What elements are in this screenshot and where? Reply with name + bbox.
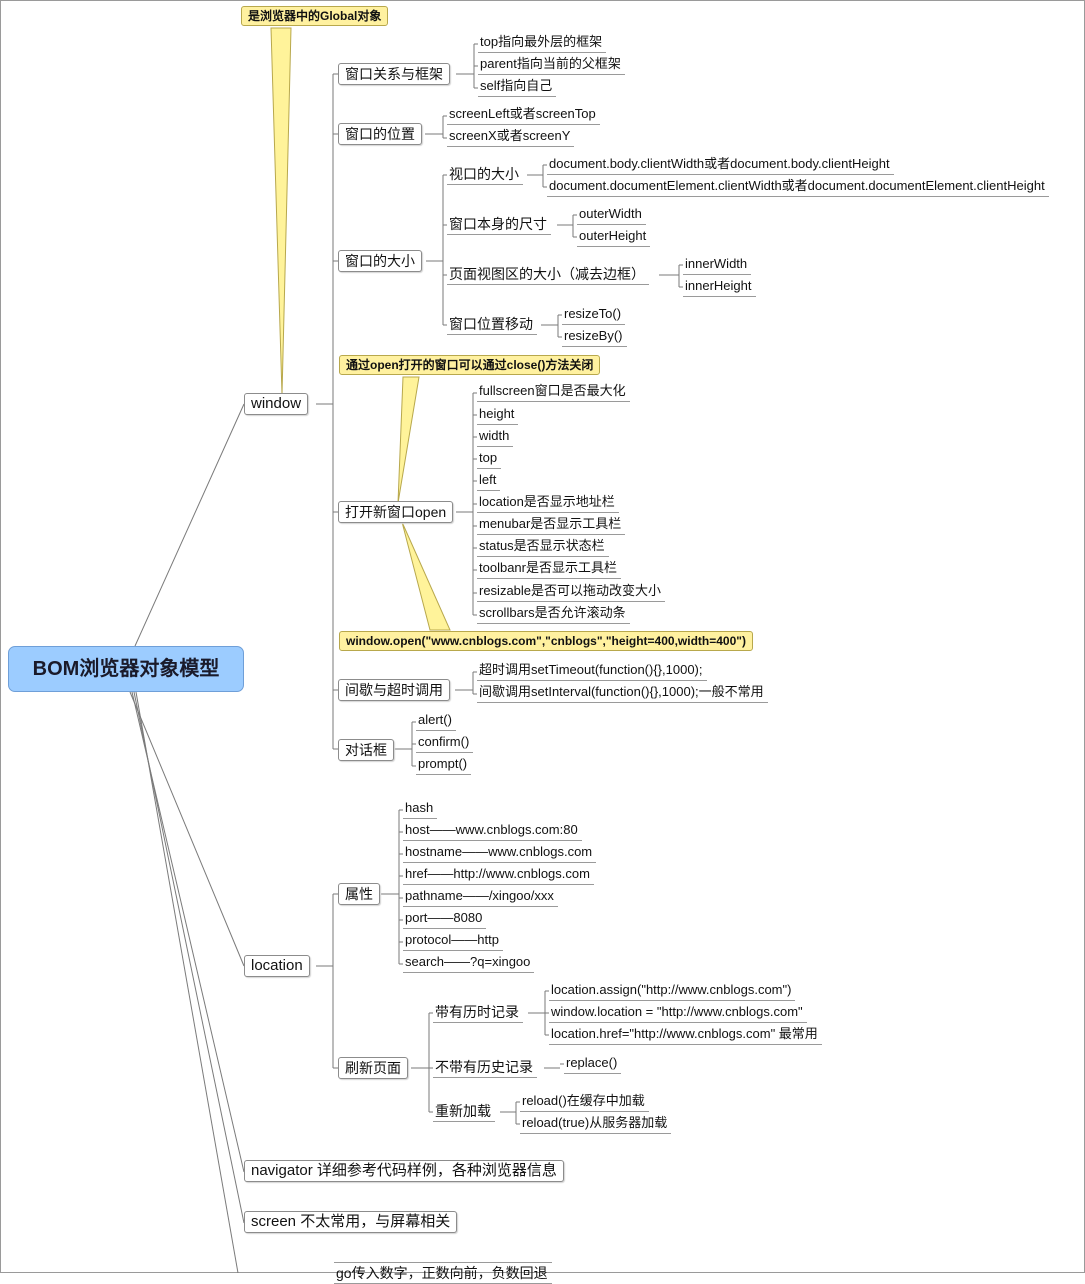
leaf-refresh-href: location.href="http://www.cnblogs.com" 最… xyxy=(549,1026,822,1045)
note-global-object[interactable]: 是浏览器中的Global对象 xyxy=(241,6,389,26)
link-root-history xyxy=(135,691,239,1273)
node-size-viewport[interactable]: 视口的大小 xyxy=(447,166,523,185)
node-window-open[interactable]: 打开新窗口open xyxy=(338,501,454,523)
leaf-position-screenleft: screenLeft或者screenTop xyxy=(447,106,600,125)
leaf-move-resizeto: resizeTo() xyxy=(562,306,626,325)
leaf-open-location: location是否显示地址栏 xyxy=(477,494,619,513)
leaf-timer-settimeout: 超时调用setTimeout(function(){},1000); xyxy=(477,662,707,681)
root-node[interactable]: BOM浏览器对象模型 xyxy=(8,646,244,692)
leaf-open-width: width xyxy=(477,428,514,447)
leaf-relation-top: top指向最外层的框架 xyxy=(478,34,607,53)
link-location-spine xyxy=(316,893,339,1069)
leaf-viewport-body: document.body.clientWidth或者document.body… xyxy=(547,156,894,175)
node-screen[interactable]: screen 不太常用，与屏幕相关 xyxy=(244,1211,458,1233)
leaf-open-status: status是否显示状态栏 xyxy=(477,538,609,557)
leaf-move-resizeby: resizeBy() xyxy=(562,328,627,347)
leaf-open-toolbar: toolbanr是否显示工具栏 xyxy=(477,560,621,579)
leaf-prop-port: port——8080 xyxy=(403,910,487,929)
node-window-position[interactable]: 窗口的位置 xyxy=(338,123,422,145)
node-navigator[interactable]: navigator 详细参考代码样例，各种浏览器信息 xyxy=(244,1160,564,1182)
node-window-relation[interactable]: 窗口关系与框架 xyxy=(338,63,450,85)
leaf-open-top: top xyxy=(477,450,502,469)
node-size-inner[interactable]: 页面视图区的大小（减去边框） xyxy=(447,266,649,285)
leaf-prop-host: host——www.cnblogs.com:80 xyxy=(403,822,582,841)
leaf-prop-search: search——?q=xingoo xyxy=(403,954,535,973)
leaf-open-left: left xyxy=(477,472,501,491)
node-window[interactable]: window xyxy=(244,393,309,415)
link-window-spine xyxy=(316,74,334,749)
leaf-open-height: height xyxy=(477,406,519,425)
leaf-relation-self: self指向自己 xyxy=(478,78,557,97)
node-location-refresh[interactable]: 刷新页面 xyxy=(338,1057,408,1079)
link-root-location xyxy=(129,691,245,967)
leaf-refresh-replace: replace() xyxy=(564,1055,622,1074)
note-close-method[interactable]: 通过open打开的窗口可以通过close()方法关闭 xyxy=(339,355,601,375)
node-size-move[interactable]: 窗口位置移动 xyxy=(447,316,537,335)
node-window-dialogs[interactable]: 对话框 xyxy=(338,739,394,761)
leaf-prop-hash: hash xyxy=(403,800,438,819)
leaf-dialog-confirm: confirm() xyxy=(416,734,474,753)
leaf-outer-width: outerWidth xyxy=(577,206,646,225)
leaf-prop-protocol: protocol——http xyxy=(403,932,503,951)
node-refresh-nohistory[interactable]: 不带有历史记录 xyxy=(433,1059,537,1078)
node-refresh-reload[interactable]: 重新加载 xyxy=(433,1103,495,1122)
leaf-refresh-reload-cache: reload()在缓存中加载 xyxy=(520,1093,649,1112)
callout-pointer-global xyxy=(270,27,292,396)
node-location-props[interactable]: 属性 xyxy=(338,883,380,905)
note-open-example[interactable]: window.open("www.cnblogs.com","cnblogs",… xyxy=(339,631,753,651)
leaf-inner-height: innerHeight xyxy=(683,278,756,297)
leaf-open-scrollbars: scrollbars是否允许滚动条 xyxy=(477,605,630,624)
callout-pointer-close xyxy=(397,376,420,504)
leaf-viewport-documentelement: document.documentElement.clientWidth或者do… xyxy=(547,178,1049,197)
callout-pointer-example xyxy=(401,521,451,631)
node-location[interactable]: location xyxy=(244,955,310,977)
node-window-timers[interactable]: 间歇与超时调用 xyxy=(338,679,450,701)
leaf-outer-height: outerHeight xyxy=(577,228,651,247)
leaf-refresh-window-location: window.location = "http://www.cnblogs.co… xyxy=(549,1004,807,1023)
node-size-outer[interactable]: 窗口本身的尺寸 xyxy=(447,216,551,235)
leaf-history-go-partial: go传入数字，正数向前，负数回退 xyxy=(334,1262,552,1284)
leaf-prop-pathname: pathname——/xingoo/xxx xyxy=(403,888,558,907)
leaf-position-screenx: screenX或者screenY xyxy=(447,128,575,147)
leaf-open-resizable: resizable是否可以拖动改变大小 xyxy=(477,583,666,602)
leaf-timer-setinterval: 间歇调用setInterval(function(){},1000);一般不常用 xyxy=(477,684,768,703)
leaf-refresh-assign: location.assign("http://www.cnblogs.com"… xyxy=(549,982,796,1001)
leaf-prop-href: href——http://www.cnblogs.com xyxy=(403,866,594,885)
leaf-relation-parent: parent指向当前的父框架 xyxy=(478,56,625,75)
leaf-dialog-prompt: prompt() xyxy=(416,756,472,775)
leaf-open-fullscreen: fullscreen窗口是否最大化 xyxy=(477,383,630,402)
leaf-open-menubar: menubar是否显示工具栏 xyxy=(477,516,626,535)
leaf-inner-width: innerWidth xyxy=(683,256,752,275)
leaf-refresh-reload-server: reload(true)从服务器加载 xyxy=(520,1115,672,1134)
node-refresh-history[interactable]: 带有历时记录 xyxy=(433,1004,523,1023)
node-window-size[interactable]: 窗口的大小 xyxy=(338,250,422,272)
leaf-dialog-alert: alert() xyxy=(416,712,456,731)
link-root-window xyxy=(134,403,245,647)
link-root-screen xyxy=(133,691,245,1224)
leaf-prop-hostname: hostname——www.cnblogs.com xyxy=(403,844,597,863)
